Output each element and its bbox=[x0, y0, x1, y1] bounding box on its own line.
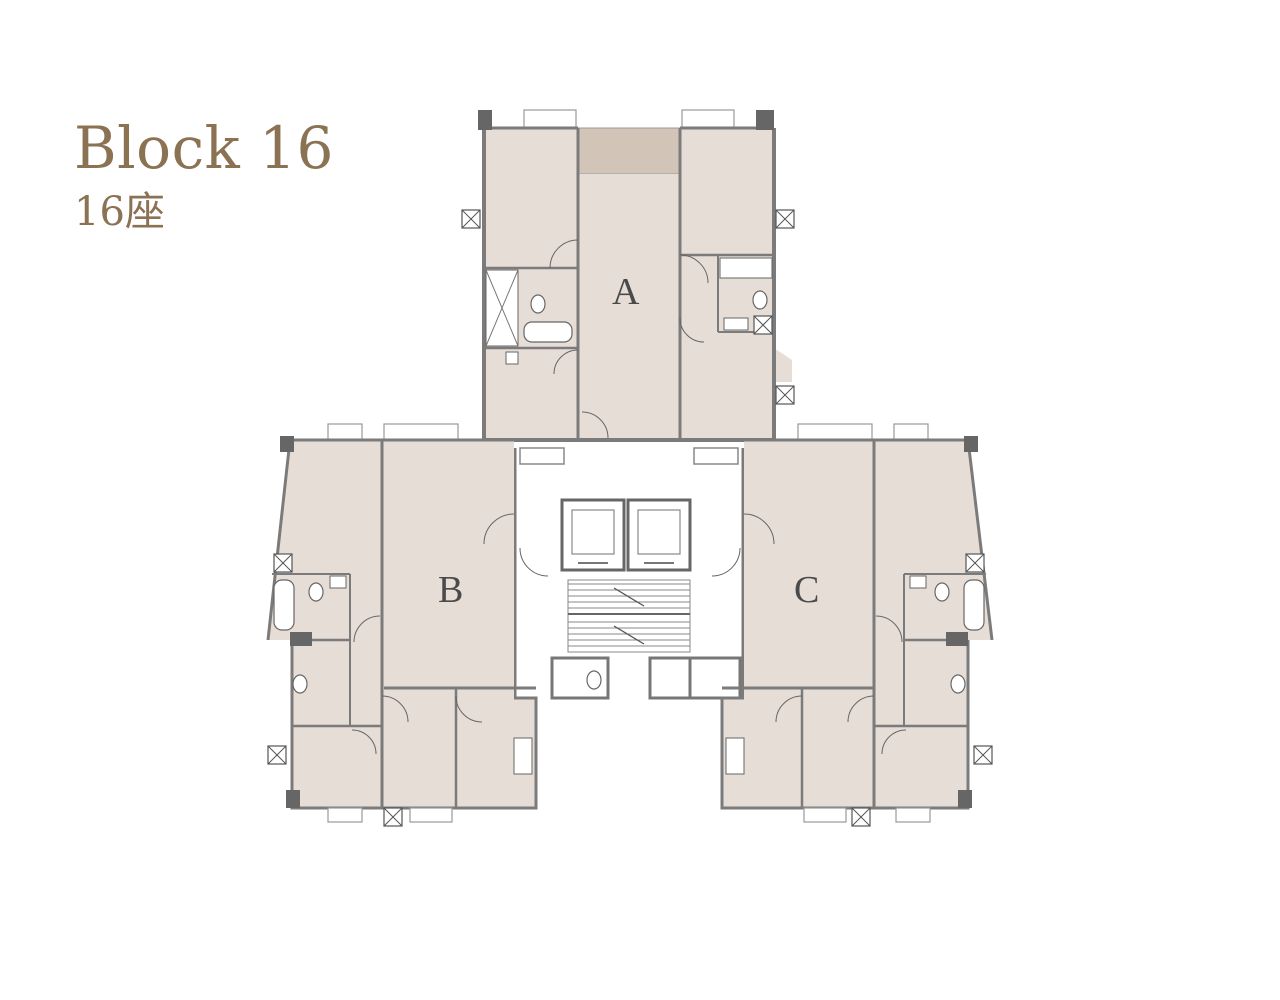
unit-c: C bbox=[720, 423, 994, 827]
unit-a-floor bbox=[484, 128, 792, 440]
unit-b-floor bbox=[268, 440, 536, 808]
unit-a-balcony bbox=[577, 127, 681, 175]
staircase bbox=[567, 579, 691, 653]
block-title-chinese: 16座 bbox=[74, 189, 165, 235]
block-title: Block 16 16座 bbox=[74, 112, 334, 236]
unit-a-label: A bbox=[612, 271, 640, 313]
unit-a: A bbox=[461, 109, 795, 442]
unit-c-label: C bbox=[794, 569, 819, 611]
unit-b-label: B bbox=[438, 569, 463, 611]
unit-b: B bbox=[266, 423, 538, 827]
unit-c-floor bbox=[722, 440, 992, 808]
block-title-english: Block 16 bbox=[74, 114, 334, 182]
building-core bbox=[511, 447, 747, 700]
